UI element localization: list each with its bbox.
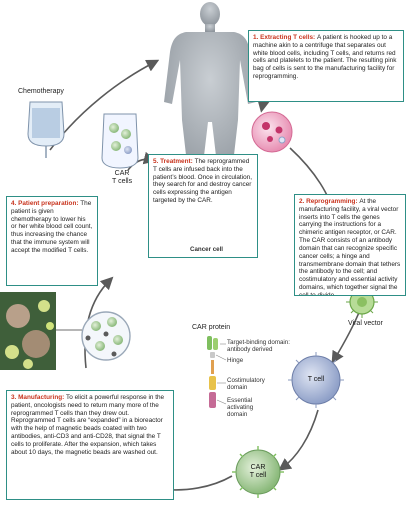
step-5-text: The reprogrammed T cells are infused bac… (153, 158, 252, 205)
step-1-extracting-t-cells: 1. Extracting T cells: A patient is hook… (248, 30, 404, 102)
target-binding-domain-label: Target-binding domain: antibody derived (227, 339, 290, 354)
t-cell-label: T cell (307, 376, 325, 383)
arrow-bioreactor-to-bag (84, 276, 114, 369)
essential-activating-domain-label: Essential activating domain (227, 397, 254, 419)
step-5-heading: 5. Treatment: (153, 158, 195, 165)
costimulatory-domain-label: Costimulatory domain (227, 377, 265, 392)
step-4-patient-preparation: 4. Patient preparation: The patient is g… (6, 196, 98, 286)
car-t-cell (232, 446, 284, 498)
viral-vector-label: Viral vector (348, 320, 383, 327)
step-3-heading: 3. Manufacturing: (11, 394, 67, 401)
step-1-text: A patient is hooked up to a machine akin… (253, 34, 397, 81)
car-t-cells-bag-label: CAR T cells (112, 170, 133, 186)
step-1-heading: 1. Extracting T cells: (253, 34, 317, 41)
step-3-text: To elicit a powerful response in the pat… (11, 394, 165, 456)
step-2-text: At the manufacturing facility, a viral v… (299, 198, 401, 296)
car-t-cells-bag (101, 113, 139, 169)
step-5-treatment: 5. Treatment: The reprogrammed T cells a… (148, 154, 258, 258)
car-t-cell-label: CAR T cell (249, 464, 267, 479)
arrow-reprogramming-to-tcell (331, 309, 361, 365)
step-3-manufacturing: 3. Manufacturing: To elicit a powerful r… (6, 390, 174, 500)
arrow-tcell-to-cart (278, 409, 319, 471)
t-cell-micrograph (0, 292, 56, 370)
bioreactor-view (56, 311, 131, 361)
step-4-heading: 4. Patient preparation: (11, 200, 81, 207)
car-protein-structure (207, 336, 227, 408)
chemotherapy-label: Chemotherapy (18, 88, 64, 95)
car-protein-label: CAR protein (192, 324, 231, 331)
collected-cells-sample (251, 111, 293, 153)
t-cell (288, 352, 344, 408)
chemotherapy-bag (27, 101, 65, 158)
step-2-heading: 2. Reprogramming: (299, 198, 360, 205)
cancer-cell-label: Cancer cell (190, 246, 224, 253)
step-4-text: The patient is given chemotherapy to low… (11, 200, 93, 254)
hinge-label: Hinge (227, 357, 244, 364)
patient-silhouette (164, 2, 256, 190)
step-2-reprogramming: 2. Reprogramming: At the manufacturing f… (294, 194, 406, 296)
